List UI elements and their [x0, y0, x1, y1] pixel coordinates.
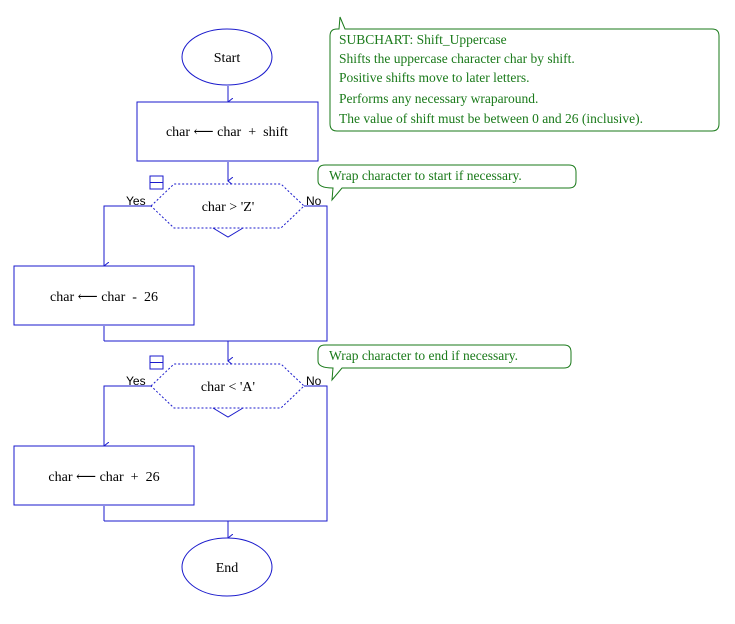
assignment-box-shift[interactable]: char ⟵ char + shift — [136, 101, 319, 162]
subchart-comment[interactable]: SUBCHART: Shift_Uppercase Shifts the upp… — [329, 16, 720, 132]
decision-less-than-a-label: char < 'A' — [201, 380, 255, 395]
decision2-comment[interactable]: Wrap character to end if necessary. — [317, 344, 572, 382]
assignment-box-plus-26[interactable]: char ⟵ char + 26 — [13, 445, 195, 506]
subchart-comment-text: SUBCHART: Shift_Uppercase Shifts the upp… — [339, 32, 643, 126]
collapse-toggle-1[interactable] — [149, 175, 164, 190]
end-terminal[interactable]: End — [181, 537, 273, 597]
comment-line-1: Shifts the uppercase character char by s… — [339, 51, 575, 66]
assignment-minus-26-label: char ⟵ char - 26 — [50, 290, 158, 305]
decision2-comment-text: Wrap character to end if necessary. — [329, 348, 518, 363]
decision2-notch — [212, 407, 244, 418]
decision1-yes-label: Yes — [126, 194, 146, 208]
comment-line-title: SUBCHART: Shift_Uppercase — [339, 32, 507, 47]
decision2-yes-label: Yes — [126, 374, 146, 388]
start-terminal[interactable]: Start — [181, 28, 273, 86]
assignment-shift-label: char ⟵ char + shift — [166, 125, 288, 140]
decision-greater-than-z-label: char > 'Z' — [202, 200, 255, 215]
decision1-comment[interactable]: Wrap character to start if necessary. — [317, 164, 577, 202]
end-label: End — [216, 561, 239, 576]
decision1-no-label: No — [306, 194, 322, 208]
decision2-no-label: No — [306, 374, 322, 388]
decision1-notch — [212, 227, 244, 238]
comment-line-3: Performs any necessary wraparound. — [339, 91, 538, 106]
assignment-plus-26-label: char ⟵ char + 26 — [48, 470, 159, 485]
collapse-toggle-2[interactable] — [149, 355, 164, 370]
comment-line-2: Positive shifts move to later letters. — [339, 70, 529, 85]
assignment-box-minus-26[interactable]: char ⟵ char - 26 — [13, 265, 195, 326]
flow-lines — [104, 86, 328, 538]
decision-less-than-a[interactable]: char < 'A' — [150, 363, 305, 409]
decision-greater-than-z[interactable]: char > 'Z' — [150, 183, 305, 229]
comment-line-4: The value of shift must be between 0 and… — [339, 111, 643, 126]
start-label: Start — [214, 51, 241, 66]
decision1-comment-text: Wrap character to start if necessary. — [329, 168, 522, 183]
